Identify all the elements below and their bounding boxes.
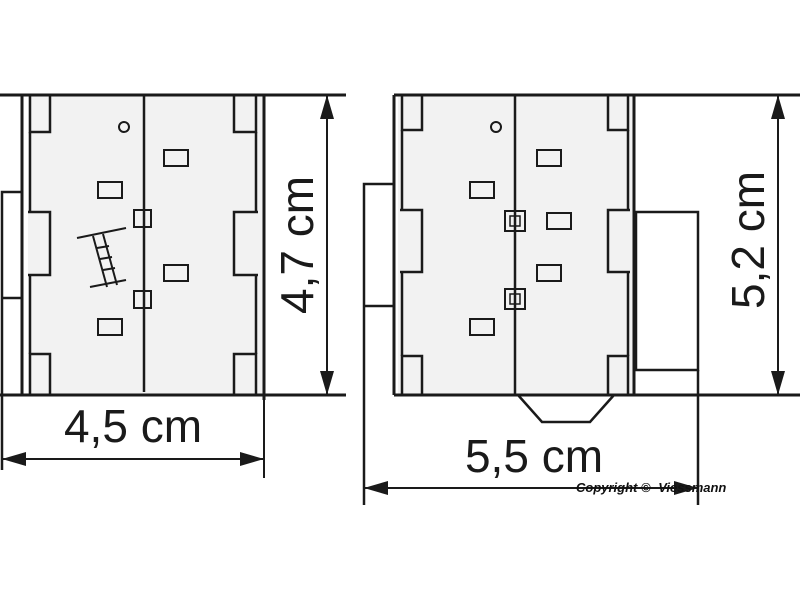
left-width-dimension (2, 400, 265, 478)
right-width-dimension (364, 481, 698, 495)
right-width-label: 5,5 cm (465, 430, 603, 482)
brand-name: Viessmann (658, 480, 726, 495)
copyright-prefix: Copyright © (576, 480, 651, 495)
svg-text:Copyright © Viessmann: Copyright © Viessmann (576, 480, 726, 495)
left-width-label: 4,5 cm (64, 400, 202, 452)
right-height-label: 5,2 cm (722, 171, 774, 309)
left-height-dimension (320, 95, 334, 395)
left-height-label: 4,7 cm (271, 176, 323, 314)
ladder-icon (76, 227, 127, 288)
right-height-dimension (771, 95, 785, 395)
copyright-notice: Copyright © Viessmann (576, 480, 726, 495)
right-part-drawing (362, 93, 800, 505)
left-part-drawing (0, 93, 346, 470)
